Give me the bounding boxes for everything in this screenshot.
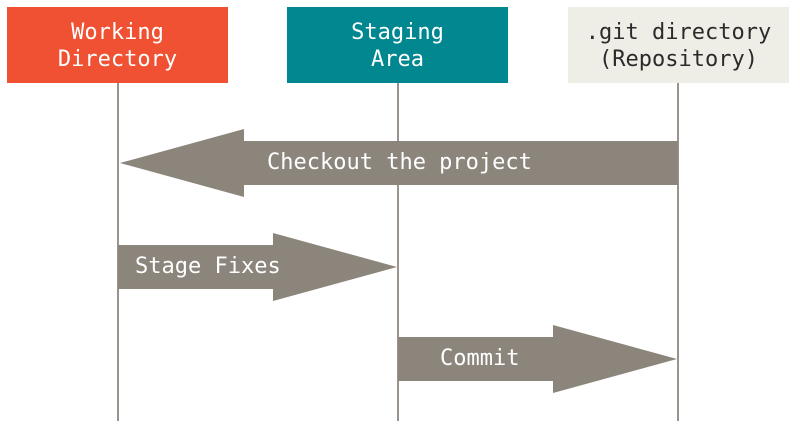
working-directory-label-line2: Directory — [58, 47, 177, 72]
commit-arrow-shape — [398, 325, 677, 393]
checkout-arrow-shape — [120, 129, 678, 197]
staging-area-box: Staging Area — [287, 7, 508, 83]
working-directory-box: Working Directory — [7, 7, 228, 83]
checkout-arrow-label: Checkout the project — [267, 150, 532, 175]
repository-box-bg — [568, 7, 789, 83]
staging-area-label-line2: Area — [371, 47, 424, 72]
checkout-arrow: Checkout the project — [120, 129, 678, 197]
commit-arrow-label: Commit — [440, 346, 519, 371]
repository-box: .git directory (Repository) — [568, 7, 789, 83]
working-directory-label-line1: Working — [71, 20, 164, 45]
repository-label-line1: .git directory — [586, 20, 771, 45]
stage-fixes-arrow-label: Stage Fixes — [135, 254, 281, 279]
commit-arrow: Commit — [398, 325, 677, 393]
staging-area-label-line1: Staging — [351, 20, 444, 45]
stage-fixes-arrow: Stage Fixes — [118, 233, 397, 301]
staging-area-box-bg — [287, 7, 508, 83]
working-directory-box-bg — [7, 7, 228, 83]
repository-label-line2: (Repository) — [599, 47, 758, 72]
stage-fixes-arrow-shape — [118, 233, 397, 301]
